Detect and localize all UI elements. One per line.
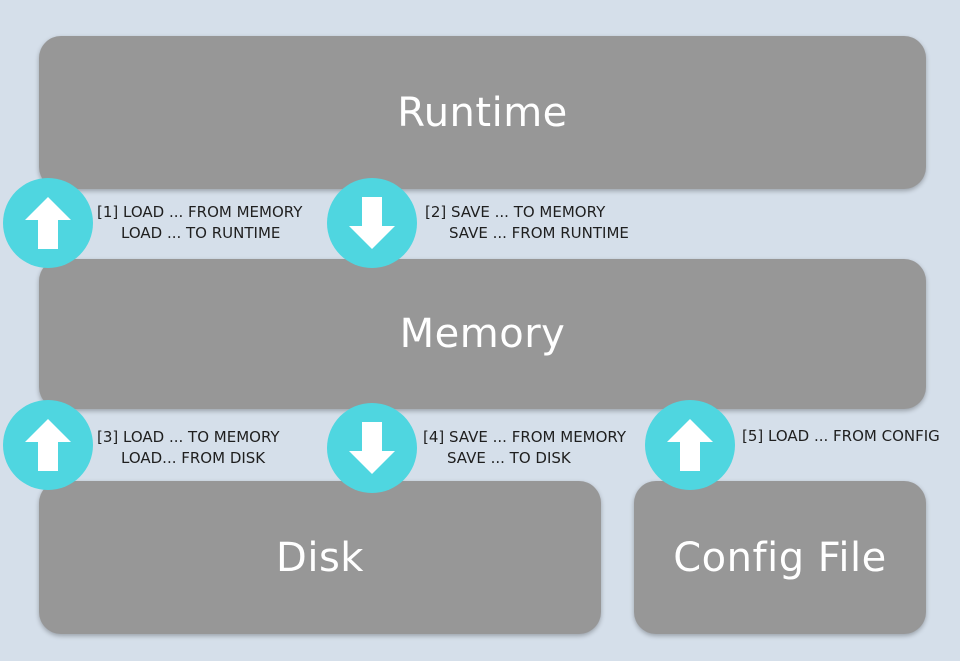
config-file-layer: Config File [634,481,926,634]
disk-layer: Disk [39,481,601,634]
transition-1-line-1: [1] LOAD ... FROM MEMORY [97,203,303,221]
arrow-up-icon [3,178,93,268]
transition-3-line-1: [3] LOAD ... TO MEMORY [97,428,280,446]
transition-4-label: [4] SAVE ... FROM MEMORY SAVE ... TO DIS… [423,427,626,469]
arrow-down-icon [327,403,417,493]
disk-layer-label: Disk [276,534,364,581]
transition-2-label: [2] SAVE ... TO MEMORY SAVE ... FROM RUN… [425,202,629,244]
transition-3-label: [3] LOAD ... TO MEMORY LOAD... FROM DISK [97,427,280,469]
arrow-up-icon [3,400,93,490]
transition-4-line-1: [4] SAVE ... FROM MEMORY [423,428,627,446]
transition-1-label: [1] LOAD ... FROM MEMORY LOAD ... TO RUN… [97,202,302,244]
transition-2-line-1: [2] SAVE ... TO MEMORY [425,203,606,221]
transition-1-line-2: LOAD ... TO RUNTIME [121,224,281,242]
transition-4-line-2: SAVE ... TO DISK [447,449,571,467]
memory-layer: Memory [39,259,926,409]
config-file-layer-label: Config File [673,534,887,581]
runtime-layer-label: Runtime [397,89,568,136]
transition-5-label: [5] LOAD ... FROM CONFIG [742,426,940,447]
memory-layer-label: Memory [399,311,566,357]
transition-3-line-2: LOAD... FROM DISK [121,449,266,467]
arrow-down-icon [327,178,417,268]
runtime-layer: Runtime [39,36,926,189]
transition-5-line-1: [5] LOAD ... FROM CONFIG [742,427,940,445]
transition-2-line-2: SAVE ... FROM RUNTIME [449,224,629,242]
arrow-up-icon [645,400,735,490]
